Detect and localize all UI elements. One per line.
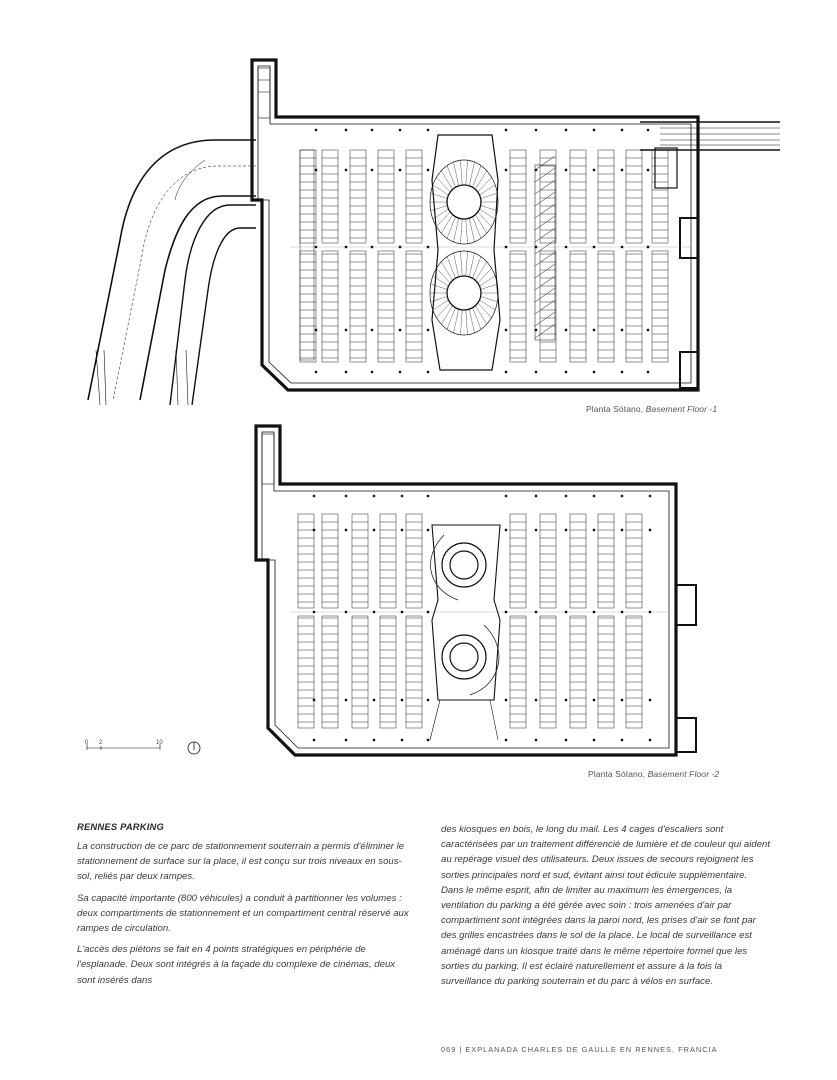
- paragraph: La construction de ce parc de stationnem…: [77, 841, 405, 883]
- scale-bar: [86, 744, 161, 750]
- outer-wall: [250, 58, 700, 392]
- article-heading: RENNES PARKING: [77, 821, 165, 832]
- central-ramp-core: [429, 134, 501, 371]
- parking-bays: [299, 149, 315, 361]
- scale-label-0: 0: [85, 740, 89, 746]
- page-footer: 069 | EXPLANADA CHARLES DE GAULLE EN REN…: [441, 1045, 718, 1054]
- scale-label-2: 2: [99, 740, 103, 746]
- caption-prefix: Planta Sótano,: [588, 769, 648, 779]
- text-column-2: des kiosques en bois, le long du mail. L…: [441, 822, 771, 995]
- basement-floor-1-plan: [87, 58, 780, 406]
- text-column-1: La construction de ce parc de stationnem…: [77, 839, 415, 994]
- central-ramp-core-lower: [429, 524, 501, 741]
- upper-plan-caption: Planta Sótano, Basement Floor -1: [586, 404, 717, 414]
- paragraph: Sa capacité importante (800 véhicules) a…: [77, 892, 409, 935]
- caption-prefix: Planta Sótano,: [586, 404, 646, 414]
- scale-label-10: 10: [156, 740, 163, 746]
- outer-wall: [254, 424, 678, 757]
- north-arrow-icon: [187, 741, 201, 755]
- paragraph: des kiosques en bois, le long du mail. L…: [441, 824, 771, 988]
- paragraph: L'accès des piétons se fait en 4 points …: [77, 944, 396, 986]
- caption-italic: Basement Floor -2: [647, 769, 720, 779]
- lower-plan-caption: Planta Sótano, Basement Floor -2: [588, 769, 719, 779]
- caption-italic: Basement Floor -1: [645, 404, 718, 414]
- basement-floor-2-plan: [86, 424, 697, 757]
